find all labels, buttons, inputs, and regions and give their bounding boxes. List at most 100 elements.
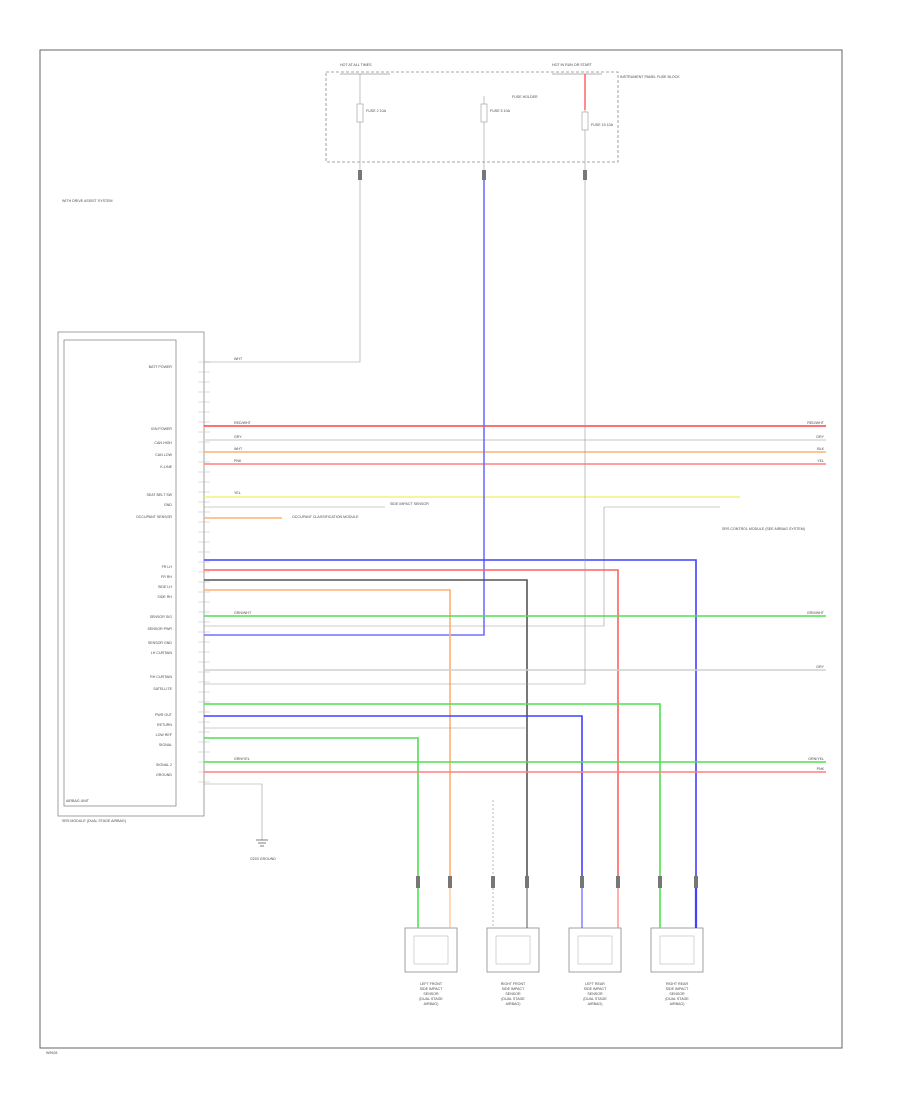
connector-pin: [694, 876, 698, 888]
edge-label: PNK: [817, 767, 825, 771]
connector-c3: SIDE IMPACT SENSOR: [390, 502, 429, 506]
edge-label: GRN/YEL: [808, 757, 824, 761]
edge-label: RED/WHT: [807, 421, 825, 425]
wire-blue-rr: [204, 559, 697, 888]
fuse-holder-note: FUSE HOLDER: [512, 95, 538, 99]
fuse-block-left-title: HOT AT ALL TIMES: [340, 63, 372, 67]
wire-green-lf: [204, 737, 419, 888]
connector-pin: [482, 170, 486, 180]
fuse-3-icon: [581, 111, 589, 131]
sensor-rr-line: SENSOR: [669, 992, 685, 996]
fuse-2-icon: [480, 103, 488, 123]
sensor-rf-line: SIDE IMPACT: [502, 987, 526, 991]
connector-c2: SRS CONTROL MODULE (SEE AIRBAG SYSTEM): [722, 527, 805, 531]
sensor-lr-line: (DUAL STAGE: [583, 997, 607, 1001]
edge-label: GRN/WHT: [807, 611, 825, 615]
module-name: SRS MODULE (DUAL STAGE AIRBAG): [62, 819, 126, 823]
edge-label: BLK: [817, 447, 824, 451]
wire-gray-fuse3: [204, 170, 586, 685]
sensor-lr-line: AIRBAG): [588, 1002, 603, 1006]
connector-pin: [525, 876, 529, 888]
pin-label: SIDE RH: [157, 595, 172, 599]
srs-module: [57, 331, 205, 817]
edge-label: GRY: [816, 665, 824, 669]
wire-dark-loop: [204, 507, 605, 627]
sensor-rr-line: AIRBAG): [670, 1002, 685, 1006]
wire-label-red: RED/WHT: [234, 421, 252, 425]
pin-label: BATT POWER: [149, 365, 173, 369]
sensor-rr-inner: [659, 935, 695, 965]
pin-label: LH CURTAIN: [151, 651, 173, 655]
wire-label-wht: WHT: [234, 447, 243, 451]
module-pin-labels: BATT POWER IGN POWER CAN HIGH CAN LOW K-…: [136, 365, 173, 777]
wire-green-rr: [204, 703, 661, 888]
srs-module-inner: [63, 339, 177, 807]
pin-label: SEAT BELT SW: [147, 493, 173, 497]
wire-blue-feed: [204, 170, 485, 636]
pin-label: SENSOR SIG: [150, 615, 173, 619]
pin-label: FR LH: [162, 565, 173, 569]
sensor-lr-box: [568, 927, 622, 973]
wires: WHT RED/WHT GRY WHT PNK YEL SIDE IMPACT …: [204, 170, 826, 888]
right-edge-labels: RED/WHT GRY BLK YEL GRN/WHT GRY GRN/YEL …: [807, 421, 825, 771]
wire-label-grnyel: GRN/YEL: [234, 757, 250, 761]
footer-code: W9928: [46, 1051, 57, 1055]
sensor-lr-inner: [577, 935, 613, 965]
pin-label: PWR OUT: [155, 713, 173, 717]
top-note: WITH DRIVE ASSIST SYSTEM: [62, 199, 112, 203]
fuse-1-label: FUSE 2 10A: [366, 109, 387, 113]
fuse-block-right-note: INSTRUMENT PANEL FUSE BLOCK: [620, 75, 680, 79]
fuse-1-icon: [356, 103, 364, 123]
connector-pin: [658, 876, 662, 888]
wire-red-lr: [204, 569, 619, 888]
edge-label: GRY: [816, 435, 824, 439]
sensor-rf-inner: [495, 935, 531, 965]
wire-ground: [204, 783, 263, 840]
fuse-3-label: FUSE 15 10A: [591, 123, 614, 127]
pin-label: RETURN: [157, 723, 172, 727]
pin-label: SIGNAL: [159, 743, 172, 747]
sensor-group-lf: LEFT FRONT SIDE IMPACT SENSOR (DUAL STAG…: [404, 876, 458, 1006]
sensor-lf-line: SENSOR: [423, 992, 439, 996]
ground-icon: [256, 839, 268, 847]
wire-label-gry: GRY: [234, 435, 242, 439]
wire-label-pnk: PNK: [234, 459, 242, 463]
wire-label-yel: YEL: [234, 491, 241, 495]
diagram-frame: [39, 49, 843, 1049]
sensor-group-rf: RIGHT FRONT SIDE IMPACT SENSOR (DUAL STA…: [486, 876, 540, 1006]
connector-pin: [583, 170, 587, 180]
sensor-rr-box: [650, 927, 704, 973]
pin-label: SIGNAL 2: [156, 763, 172, 767]
sensor-rf-box: [486, 927, 540, 973]
connector-c1: OCCUPANT CLASSIFICATION MODULE: [292, 515, 359, 519]
connector-pin: [491, 876, 495, 888]
pin-label: LOW REF: [156, 733, 173, 737]
pin-label: OCCUPANT SENSOR: [136, 515, 172, 519]
pin-label: GROUND: [156, 773, 172, 777]
connector-pin: [448, 876, 452, 888]
sensor-lf-line: LEFT FRONT: [420, 982, 443, 986]
pin-label: RH CURTAIN: [150, 675, 172, 679]
module-bottom-label: AIRBAG UNIT: [66, 799, 90, 803]
sensor-group-rr: RIGHT REAR SIDE IMPACT SENSOR (DUAL STAG…: [650, 876, 704, 1006]
pin-label: IGN POWER: [151, 427, 172, 431]
connector-pin: [358, 170, 362, 180]
sensor-lf-inner: [413, 935, 449, 965]
sensor-lf-line: SIDE IMPACT: [420, 987, 444, 991]
wire-batt-power: [204, 170, 361, 363]
wire-label-grn: GRN/WHT: [234, 611, 252, 615]
sensor-lr-line: SIDE IMPACT: [584, 987, 608, 991]
connector-c4: G203 GROUND: [250, 857, 276, 861]
fuse-2-label: FUSE 5 10A: [490, 109, 511, 113]
sensor-lf-line: AIRBAG): [424, 1002, 439, 1006]
connector-pin: [416, 876, 420, 888]
wire-label-batt: WHT: [234, 357, 243, 361]
sensor-rr-line: SIDE IMPACT: [666, 987, 690, 991]
connector-pin: [580, 876, 584, 888]
pin-label: CAN HIGH: [154, 441, 172, 445]
wire-blue-lr: [204, 715, 583, 888]
pin-label: GND: [164, 503, 172, 507]
sensor-lr-line: SENSOR: [587, 992, 603, 996]
pin-label: SIDE LH: [158, 585, 172, 589]
